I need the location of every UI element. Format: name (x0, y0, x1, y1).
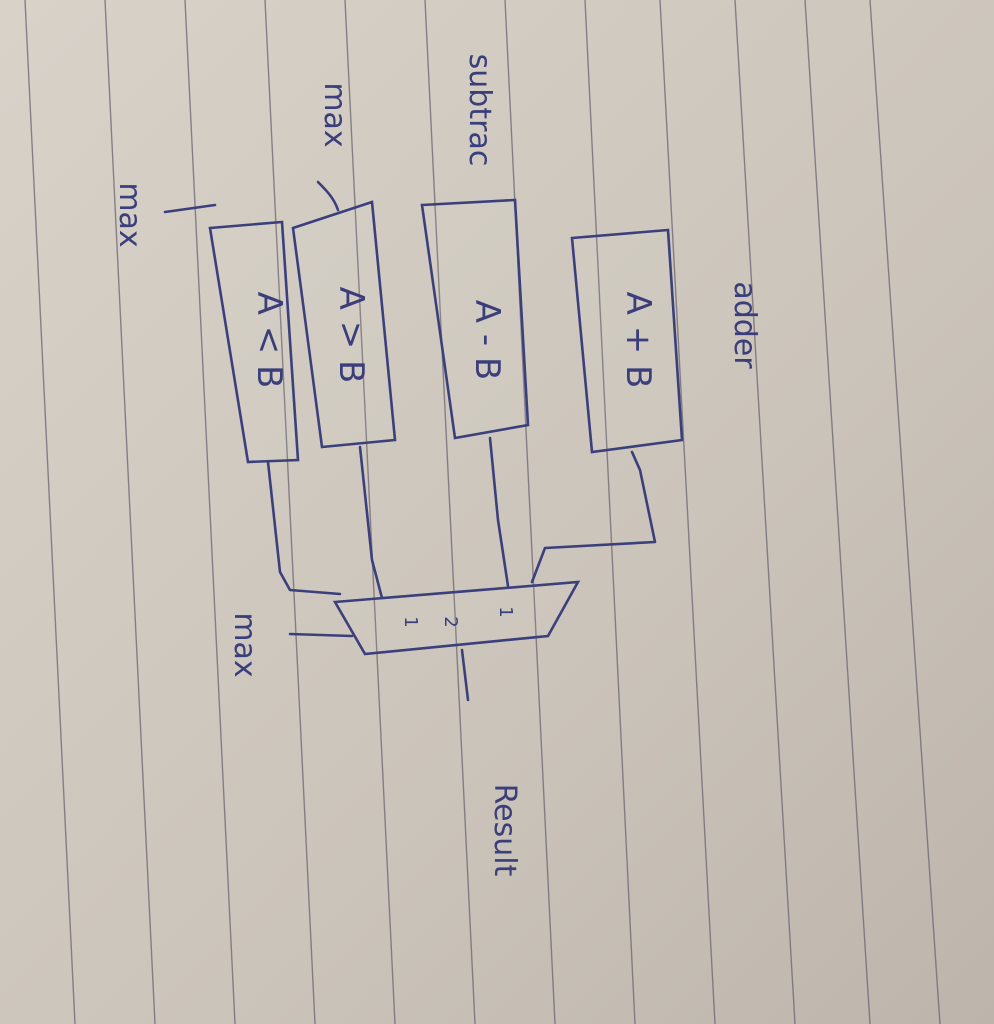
adder-block: A + B adder (570, 228, 762, 454)
subtractor-box (420, 198, 530, 440)
mux-caption: max (227, 612, 262, 677)
subtractor-wire (488, 436, 510, 588)
less-than-caption: max (112, 182, 147, 247)
greater-than-block: A > B max (291, 82, 397, 449)
less-than-wire (266, 460, 342, 596)
mux-input-label: 2 (440, 616, 461, 627)
adder-expression: A + B (618, 292, 658, 389)
wires (266, 436, 657, 702)
greater-than-box (291, 200, 397, 449)
greater-than-wire (358, 445, 384, 600)
multiplexer: 1 2 1 max (227, 580, 581, 678)
mux-input-label: 1 (400, 616, 421, 627)
adder-caption: adder (727, 281, 762, 369)
adder-box (570, 228, 684, 454)
mux-shape (332, 580, 581, 656)
adder-wire (530, 450, 657, 584)
select-wire (288, 632, 354, 638)
subtractor-caption: subtrac (462, 54, 497, 167)
caption-leader (316, 180, 340, 212)
greater-than-caption: max (317, 82, 352, 147)
less-than-box (208, 220, 300, 464)
output-wire (460, 648, 470, 702)
caption-leader (163, 203, 217, 214)
greater-than-expression: A > B (331, 287, 371, 384)
ruled-lines (24, 0, 941, 1024)
less-than-expression: A < B (249, 292, 289, 389)
result-label: Result (487, 784, 522, 877)
subtractor-block: A - B subtrac (420, 54, 530, 440)
mux-input-label: 1 (495, 606, 516, 617)
subtractor-expression: A - B (467, 300, 507, 380)
less-than-block: A < B max (112, 182, 300, 464)
